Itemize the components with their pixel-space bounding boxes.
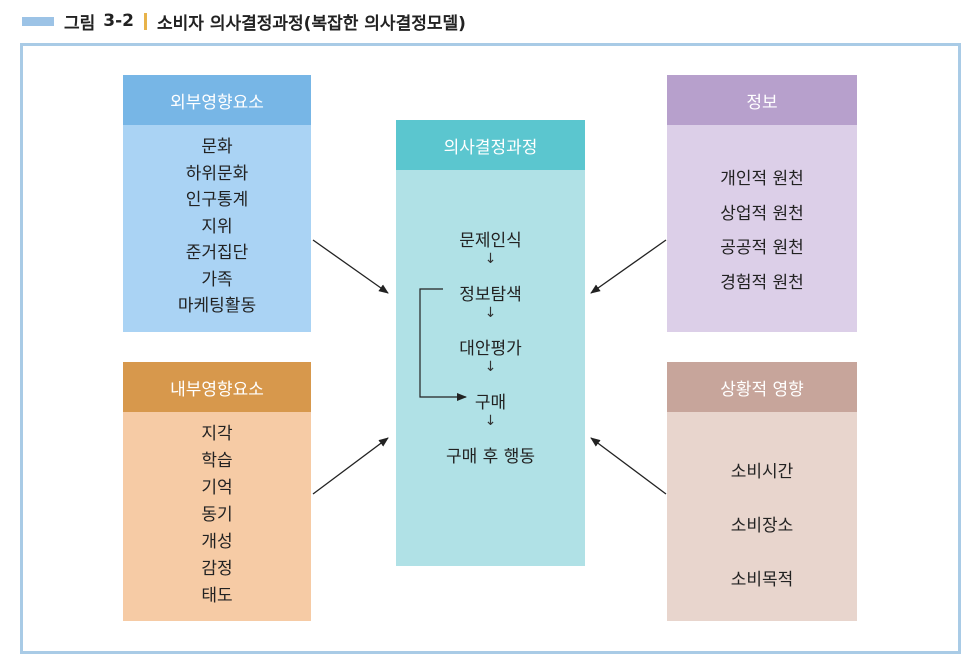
down-arrow-icon: ↓	[484, 413, 497, 429]
internal-item: 기억	[201, 478, 233, 498]
external-factors-box: 외부영향요소 문화 하위문화 인구통계 지위 준거집단 가족 마케팅활동	[123, 75, 311, 332]
information-title: 정보	[667, 75, 857, 125]
information-item: 공공적 원천	[720, 238, 804, 258]
external-item: 문화	[201, 137, 233, 157]
internal-factors-title: 내부영향요소	[123, 362, 311, 412]
internal-item: 지각	[201, 424, 233, 444]
information-item: 상업적 원천	[720, 203, 804, 224]
process-step-alternative-evaluation: 대안평가	[459, 339, 522, 359]
process-step-purchase: 구매	[474, 393, 507, 413]
external-item: 준거집단	[185, 243, 249, 263]
information-item: 경험적 원천	[720, 272, 804, 293]
figure-marker	[22, 16, 54, 26]
situational-influence-box: 상황적 영향 소비시간 소비장소 소비목적	[667, 362, 857, 621]
situational-item: 소비목적	[730, 570, 794, 590]
process-step-post-purchase: 구매 후 행동	[445, 447, 535, 467]
situational-item: 소비시간	[730, 462, 794, 482]
information-list: 개인적 원천 상업적 원천 공공적 원천 경험적 원천	[667, 125, 857, 332]
information-item: 개인적 원천	[720, 169, 804, 189]
external-factors-title: 외부영향요소	[123, 75, 311, 125]
internal-item: 개성	[201, 532, 233, 552]
external-item: 인구통계	[185, 190, 249, 210]
down-arrow-icon: ↓	[484, 251, 497, 267]
figure-number: 3-2	[103, 11, 134, 31]
decision-process-box: 의사결정과정 문제인식 ↓ 정보탐색 ↓ 대안평가 ↓ 구매 ↓ 구매 후 행동	[396, 120, 585, 566]
external-factors-list: 문화 하위문화 인구통계 지위 준거집단 가족 마케팅활동	[123, 125, 311, 332]
internal-item: 동기	[201, 505, 233, 525]
decision-process-steps: 문제인식 ↓ 정보탐색 ↓ 대안평가 ↓ 구매 ↓ 구매 후 행동	[396, 170, 585, 566]
internal-factors-list: 지각 학습 기억 동기 개성 감정 태도	[123, 412, 311, 621]
situational-item: 소비장소	[730, 516, 794, 536]
external-item: 가족	[201, 269, 233, 290]
down-arrow-icon: ↓	[484, 305, 497, 321]
internal-factors-box: 내부영향요소 지각 학습 기억 동기 개성 감정 태도	[123, 362, 311, 621]
situational-influence-list: 소비시간 소비장소 소비목적	[667, 412, 857, 621]
decision-process-title: 의사결정과정	[396, 120, 585, 170]
internal-item: 학습	[201, 451, 233, 471]
figure-separator	[144, 12, 147, 30]
information-box: 정보 개인적 원천 상업적 원천 공공적 원천 경험적 원천	[667, 75, 857, 332]
situational-influence-title: 상황적 영향	[667, 362, 857, 412]
internal-item: 감정	[201, 559, 233, 579]
figure-header: 그림 3-2 소비자 의사결정과정(복잡한 의사결정모델)	[22, 8, 466, 34]
external-item: 지위	[201, 216, 233, 237]
external-item: 하위문화	[185, 163, 249, 184]
external-item: 마케팅활동	[177, 296, 257, 316]
figure-label: 그림	[64, 13, 96, 34]
down-arrow-icon: ↓	[484, 359, 497, 375]
process-step-information-search: 정보탐색	[459, 285, 522, 305]
process-step-problem-recognition: 문제인식	[459, 231, 522, 251]
internal-item: 태도	[201, 586, 233, 606]
figure-title: 소비자 의사결정과정(복잡한 의사결정모델)	[157, 13, 466, 34]
